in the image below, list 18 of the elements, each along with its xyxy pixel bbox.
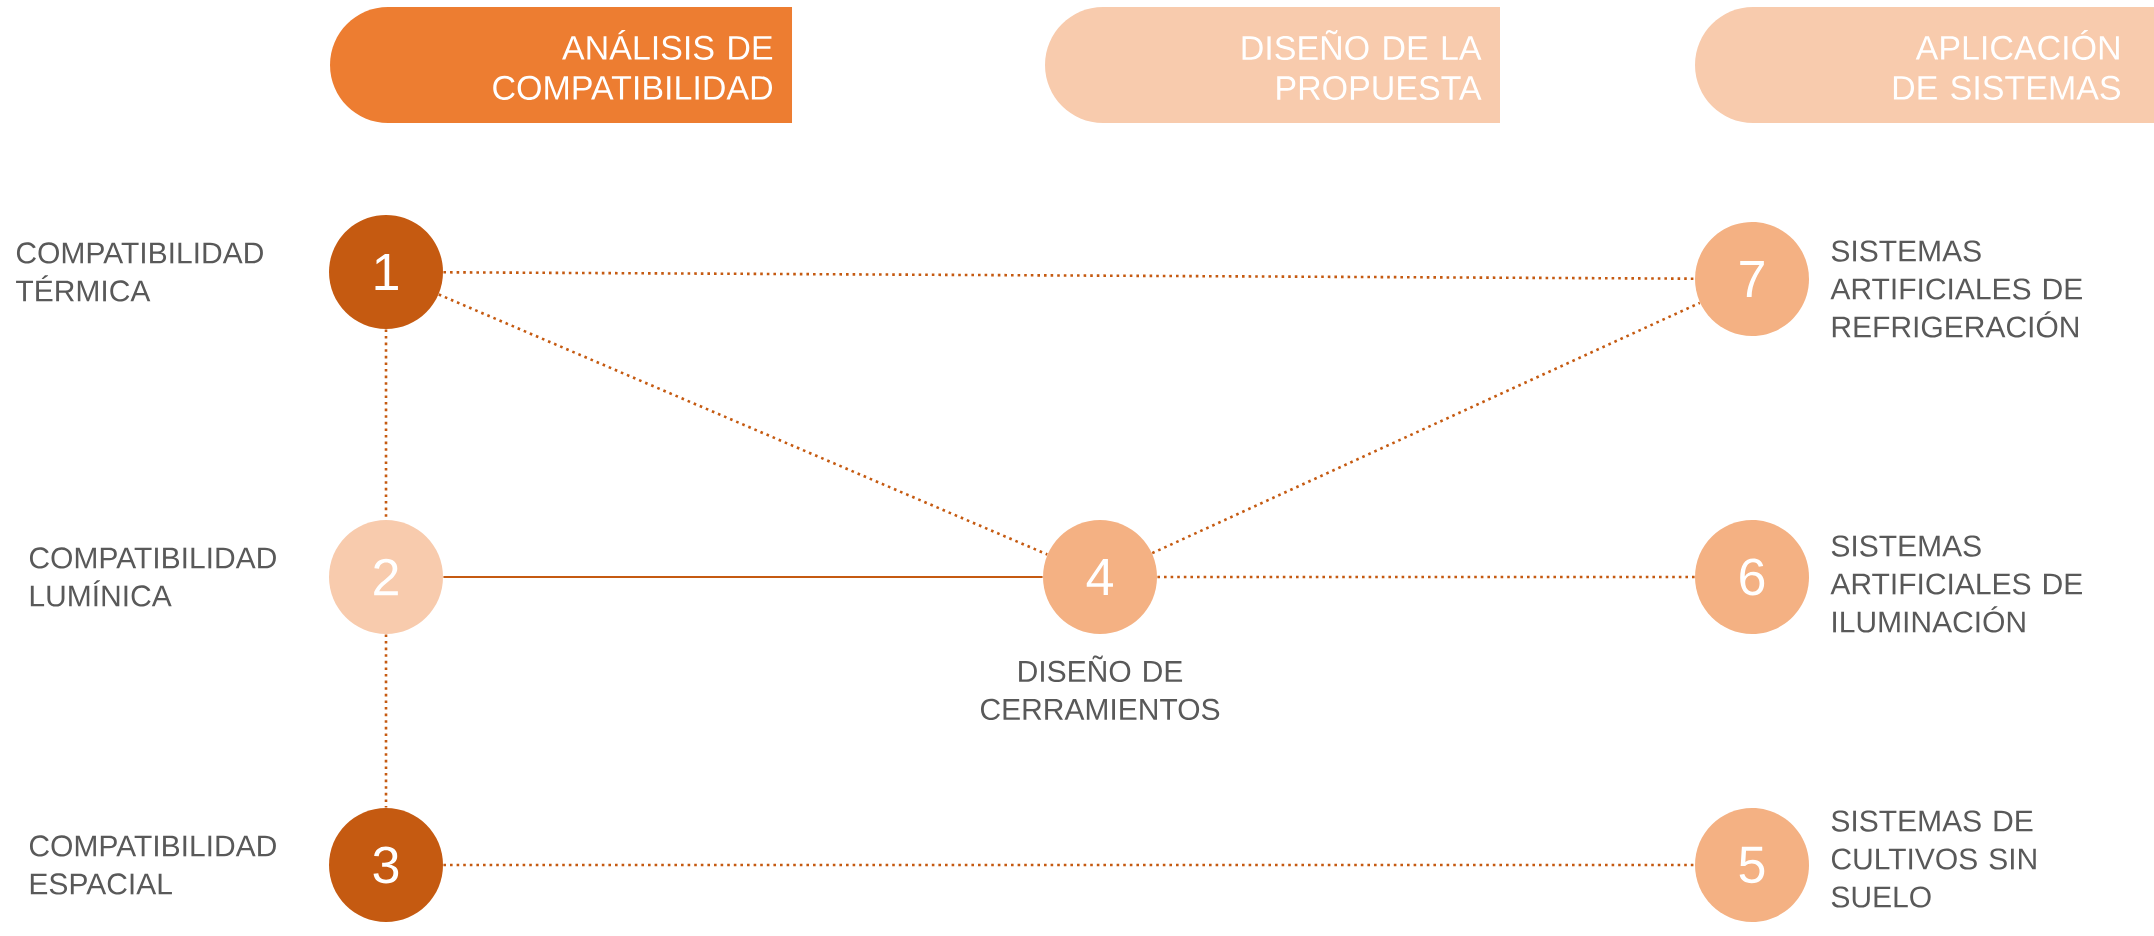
connector-line [384, 634, 388, 808]
connector-line [442, 576, 1044, 578]
step-caption: DISEÑO DE CERRAMIENTOS [981, 655, 1220, 720]
connector-line [438, 293, 1048, 556]
connector-line [1151, 301, 1701, 555]
connector-line [384, 329, 388, 520]
connector-line [443, 271, 1695, 280]
connector-line [443, 863, 1695, 867]
step-caption: SISTEMAS ARTIFICIALES DE REFRIGERACIÓN [1830, 240, 2082, 338]
step-caption: SISTEMAS ARTIFICIALES DE ILUMINACIÓN [1830, 535, 2082, 633]
step-caption: COMPATIBILIDAD ESPACIAL [29, 835, 276, 895]
header-tab: DISEÑO DE LA PROPUESTA [1045, 7, 1500, 123]
step-caption: COMPATIBILIDAD TÉRMICA [16, 242, 263, 302]
connector-line [1157, 575, 1695, 579]
step-caption: COMPATIBILIDAD LUMÍNICA [29, 547, 276, 607]
header-tab: APLICACIÓN DE SISTEMAS [1695, 7, 2154, 123]
header-tab: ANÁLISIS DE COMPATIBILIDAD [330, 7, 792, 123]
step-caption: SISTEMAS DE CULTIVOS SIN SUELO [1831, 810, 2036, 908]
